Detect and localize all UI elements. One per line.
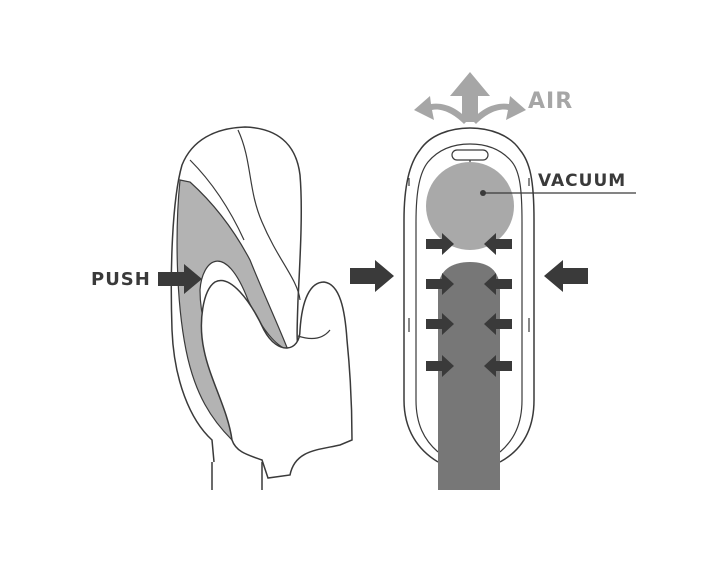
push-label: PUSH: [91, 269, 151, 290]
pressure-arrows-left: [426, 233, 454, 377]
arrow-left-icon: [544, 260, 588, 292]
arrow-right-icon: [426, 313, 454, 335]
arrow-left-icon: [484, 313, 512, 335]
core-rod: [438, 262, 500, 490]
finger-line: [297, 329, 331, 340]
left-inner-fill: [176, 179, 290, 442]
vacuum-label: VACUUM: [538, 171, 626, 191]
air-label: AIR: [528, 89, 573, 114]
arrow-right-icon: [426, 273, 454, 295]
hand-outline: [200, 279, 353, 479]
left-contour-line-2: [189, 159, 245, 241]
arrow-up-right-icon: [472, 96, 526, 124]
arrow-left-icon: [484, 273, 512, 295]
pressure-arrows-right: [484, 233, 512, 377]
arrow-right-icon: [426, 233, 454, 255]
arrow-up-icon: [450, 72, 490, 122]
arrow-up-left-icon: [414, 96, 468, 124]
arrow-right-icon: [158, 264, 202, 294]
air-arrows-group: [414, 72, 526, 124]
left-contour-line: [237, 129, 301, 301]
vacuum-cloud: [426, 162, 514, 250]
right-section-group: [403, 127, 636, 490]
arrow-left-icon: [484, 355, 512, 377]
arrow-right-icon: [350, 260, 394, 292]
arrow-right-icon: [426, 355, 454, 377]
left-stem: [211, 462, 263, 490]
right-inner-shell: [415, 143, 523, 453]
arrow-left-icon: [484, 233, 512, 255]
left-device-group: [170, 126, 353, 490]
